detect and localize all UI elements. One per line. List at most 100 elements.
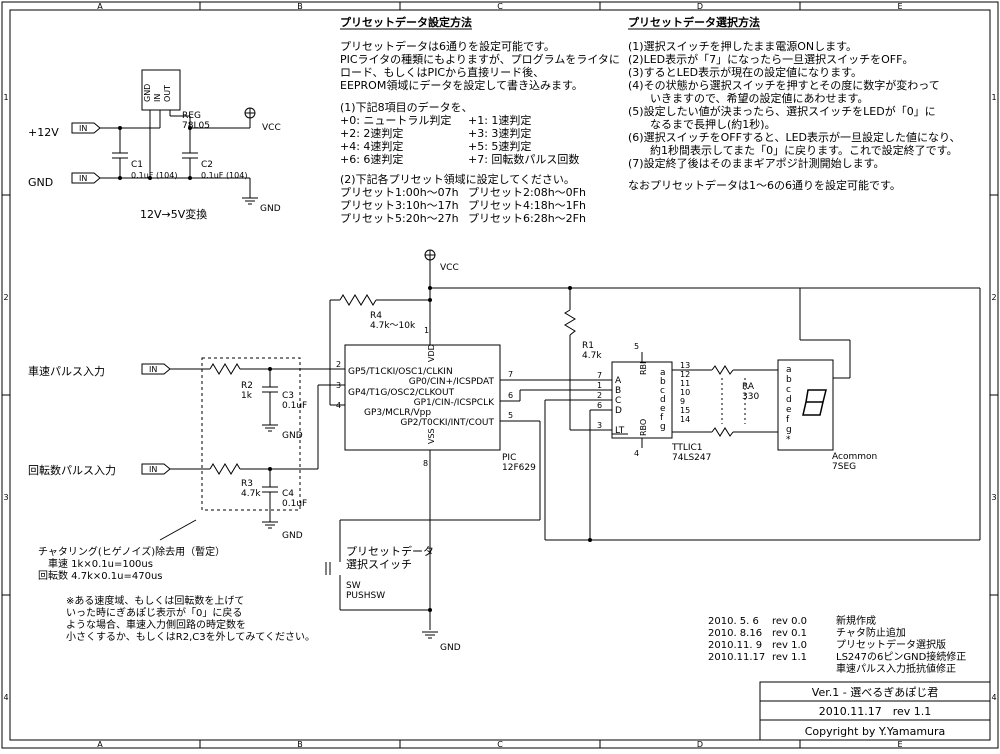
preset-range: プリセット1:00h〜07h — [340, 186, 459, 199]
seg-letter: a — [786, 365, 792, 375]
decoder-input: C — [615, 396, 621, 406]
reg-pin-gnd: GND — [143, 84, 152, 102]
rev-version: rev 0.0 — [772, 616, 807, 627]
col-label: C — [497, 740, 503, 749]
revision-history: 2010. 5. 6 rev 0.0 新規作成 2010. 8.16 rev 0… — [708, 614, 966, 675]
gnd-symbol-label: GND — [260, 204, 281, 214]
rev-version: rev 1.0 — [772, 640, 807, 651]
note-item: +5: 5速判定 — [468, 139, 531, 153]
row-label: 3 — [3, 493, 8, 502]
seg-letter: c — [786, 385, 791, 395]
in-port-label: IN — [79, 174, 87, 183]
note-line: いきますので、希望の設定値にあわせます。 — [628, 91, 868, 105]
gnd-label: GND — [28, 176, 53, 189]
row-label: 2 — [991, 293, 996, 302]
in-port-label: IN — [79, 124, 87, 133]
drawing-date-rev: 2010.11.17 rev 1.1 — [819, 705, 932, 718]
reg-pin-in: IN — [153, 94, 162, 102]
switch-name: SW — [346, 581, 361, 591]
filter-note-line: チャタリング(ヒゲノイズ)除去用（暫定） — [38, 545, 225, 558]
filter-note-line: 車速 1k×0.1u=100us — [38, 557, 153, 570]
decoder-pin: 11 — [680, 379, 690, 388]
note-item: +1: 1速判定 — [468, 113, 531, 127]
preset-range: プリセット5:20h〜27h — [340, 212, 459, 225]
r1-value: 4.7k — [582, 351, 602, 361]
caution-line: ※ある速度域、もしくは回転数を上げて — [66, 594, 244, 607]
rev-note: プリセットデータ選択版 — [836, 638, 946, 651]
col-label: B — [297, 2, 303, 11]
power-caption: 12V→5V変換 — [140, 207, 207, 221]
decoder-pin: 4 — [634, 449, 639, 458]
note-line: (7)設定終了後はそのままギアポジ計測開始します。 — [628, 156, 884, 170]
v12-label: +12V — [28, 126, 59, 139]
note-line: (4)その状態から選択スイッチを押すとその度に数字が変わって — [628, 78, 940, 92]
decoder-pin: 7 — [597, 371, 602, 380]
col-label: A — [97, 2, 103, 11]
decoder-pin: 1 — [597, 381, 602, 390]
note-line: (1)下記8項目のデータを、 — [340, 100, 473, 114]
note-item: +0: ニュートラル判定 — [340, 113, 451, 127]
c2-label: C2 — [201, 160, 213, 170]
seven-segment-display: a b c d e f g * Acommon 7SEG — [777, 288, 877, 472]
ra-value: 330 — [742, 392, 759, 402]
decoder-pin: 5 — [634, 342, 639, 351]
rev-version: rev 1.1 — [772, 652, 807, 663]
pic-pin-label: GP0/CIN+/ICSPDAT — [409, 377, 495, 387]
note-item: +6: 6速判定 — [340, 152, 403, 166]
decoder-pin: 13 — [680, 361, 690, 370]
drawing-title: Ver.1 - 選べるぎあぽじ君 — [812, 685, 938, 699]
pic-pin-label: GP1/CIN-/ICSPCLK — [414, 398, 495, 408]
reg-part: 78L05 — [182, 121, 210, 131]
copyright: Copyright by Y.Yamamura — [805, 725, 946, 738]
decoder-rbi: RBI — [639, 362, 648, 375]
note-item: +3: 3速判定 — [468, 126, 531, 140]
ra-label: RA — [742, 382, 755, 392]
pic-vdd: VDD — [427, 344, 436, 362]
note-item: +2: 2速判定 — [340, 126, 403, 140]
decoder-pin: 3 — [597, 421, 602, 430]
setup-title: プリセットデータ設定方法 — [340, 15, 472, 29]
switch-label: 選択スイッチ — [346, 557, 412, 571]
decoder-input: D — [615, 406, 622, 416]
decoder-out: a — [660, 368, 666, 378]
col-label: A — [97, 740, 103, 749]
pic-pin: 7 — [508, 370, 513, 379]
rev-date: 2010.11.17 — [708, 652, 765, 663]
decoder-out: g — [660, 422, 666, 432]
row-label: 1 — [991, 93, 996, 102]
select-switch: プリセットデータ 選択スイッチ SW PUSHSW GND — [325, 520, 461, 653]
seg-letter: b — [786, 375, 792, 385]
r2-label: R2 — [241, 381, 253, 391]
seg-name: Acommon — [832, 452, 877, 462]
preset-select-notes: プリセットデータ選択方法 (1)選択スイッチを押したまま電源ONします。 (2)… — [628, 15, 961, 192]
rev-version: rev 0.1 — [772, 628, 807, 639]
decoder-pin: 10 — [680, 388, 690, 397]
col-label: C — [497, 2, 503, 11]
note-line: (3)するとLED表示が現在の設定値になります。 — [628, 65, 862, 79]
c2-value: 0.1uF (104) — [201, 171, 247, 180]
row-label: 3 — [991, 493, 996, 502]
vcc-label: VCC — [262, 123, 281, 133]
decoder-lt: LT — [615, 426, 625, 436]
row-label: 1 — [3, 93, 8, 102]
switch-part: PUSHSW — [346, 591, 385, 601]
note-line: プリセットデータは6通りを設定可能です。 — [340, 39, 555, 53]
regulator-body — [141, 69, 181, 111]
note-line: (2)下記各プリセット領域に設定してください。 — [340, 172, 575, 186]
note-line: なおプリセットデータは1〜6の6通りを設定可能です。 — [628, 178, 901, 192]
rev-note: 新規作成 — [836, 614, 876, 627]
note-item: +7: 回転数パルス回数 — [468, 153, 579, 166]
pic-pin-label: GP2/T0CKI/INT/COUT — [400, 418, 494, 428]
row-label: 4 — [3, 693, 8, 702]
note-line: PICライタの種類にもよりますが、プログラムをライタに — [340, 52, 620, 66]
seg-letter: f — [786, 415, 790, 425]
speed-input-label: 車速パルス入力 — [28, 364, 105, 378]
note-line: ロード、もしくはPICから直接リード後、 — [340, 65, 544, 79]
gnd-label: GND — [440, 643, 461, 653]
seg-letter: d — [786, 395, 792, 405]
c1-value: 0.1uF (104) — [131, 171, 177, 180]
reg-name: REG — [182, 111, 201, 121]
note-line: (5)設定したい値が決まったら、選択スイッチをLEDが「0」に — [628, 104, 936, 118]
